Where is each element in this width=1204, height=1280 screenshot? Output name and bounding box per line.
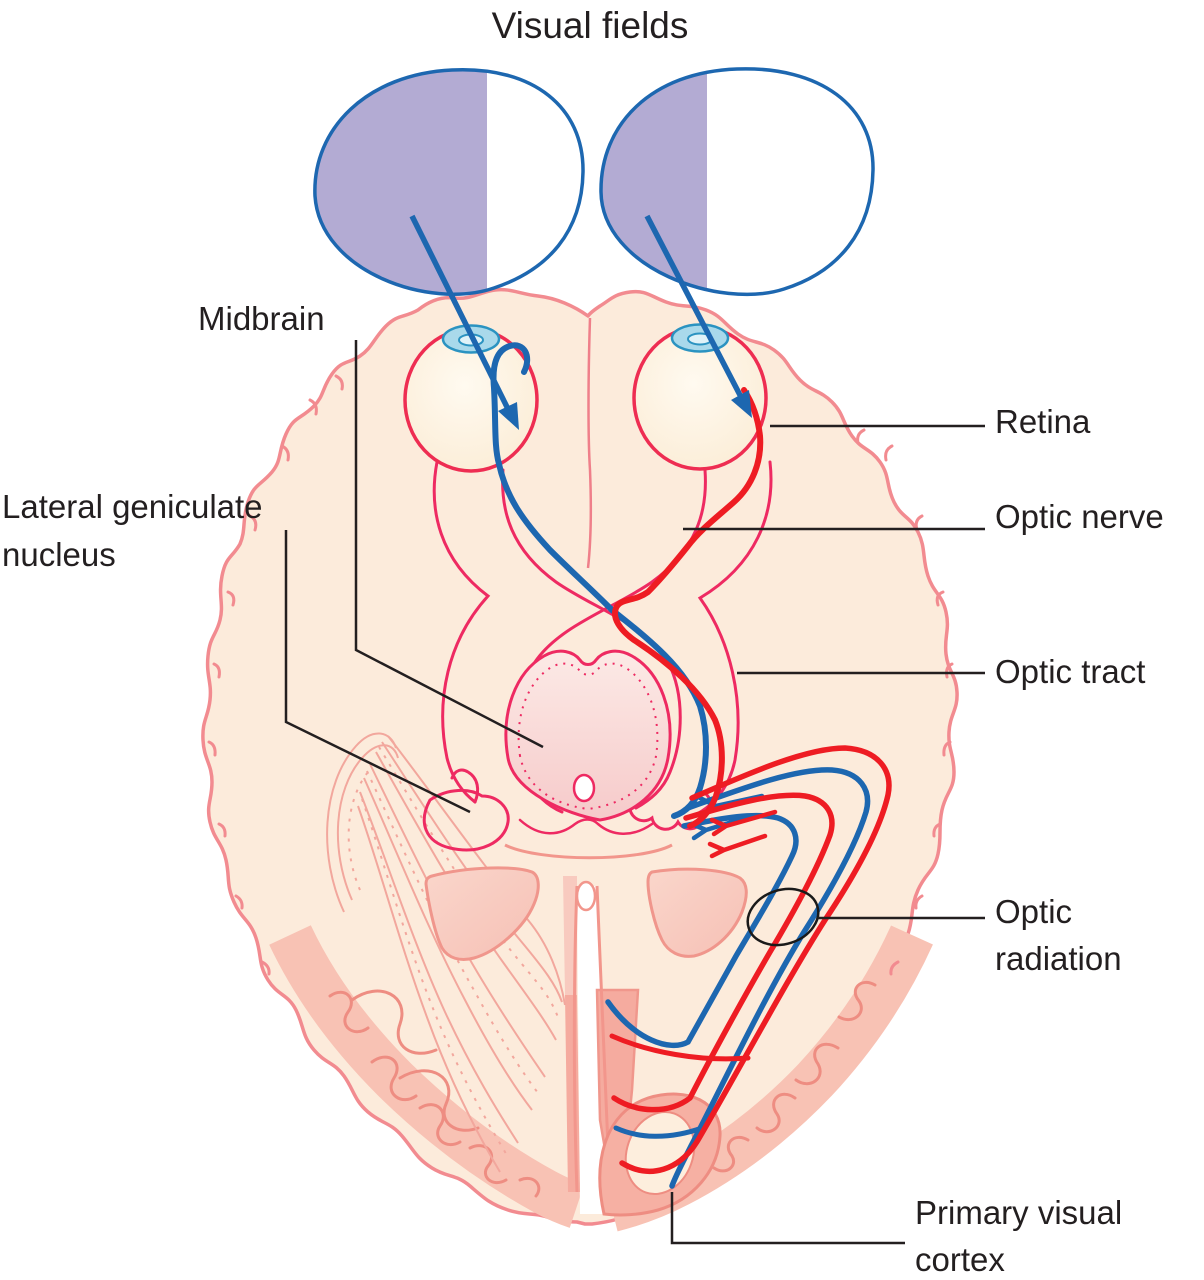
red-pathway-right-eye [609,387,892,1174]
midbrain-inner-dotted [517,662,659,811]
left-nerve-outer-to-loop [432,460,491,804]
label-optic-radiation-line2: radiation [995,940,1122,977]
text-labels: Visual fields Midbrain Lateral geniculat… [2,5,1164,1278]
label-midbrain: Midbrain [198,300,325,337]
right-field-outline [599,67,875,297]
blue-main-path [490,342,709,819]
right-gaze-arrow-line [644,214,744,399]
label-pvc-line2: cortex [915,1241,1005,1278]
third-ventricle [575,880,597,912]
label-lgn-line2: nucleus [2,536,116,573]
left-gaze-arrow-line [409,214,511,411]
left-field-outline [313,68,585,296]
left-lgn-body [422,789,510,852]
blue-branch-curl [613,1125,705,1139]
label-optic-nerve: Optic nerve [995,498,1164,535]
left-visual-field [313,68,585,296]
red-branch-curl [609,1033,751,1062]
label-lgn-line1: Lateral geniculate [2,488,263,525]
cortical-band-left [269,925,585,1228]
frontal-fissure [586,317,593,569]
red-radiation-fiber-2 [611,792,835,1113]
label-retina: Retina [995,403,1091,440]
visual-pathways [490,342,892,1189]
left-field-shaded-half [314,69,487,295]
fissure-wall-left [572,885,579,1193]
leader-lines [284,340,985,1245]
hypothalamic-wavy-line [518,818,654,835]
diagram-title: Visual fields [492,5,689,46]
cerebral-aqueduct [572,773,596,803]
brain-axial-section [201,287,959,1232]
label-optic-radiation-line1: Optic [995,893,1072,930]
gyri-folds [328,980,877,1198]
lgn-leader [284,530,471,814]
red-main-path [612,387,764,829]
midbrain-leader [354,340,544,749]
scallop-notches [207,374,954,976]
eyes [403,323,768,473]
right-gaze-arrow-head [731,390,752,418]
red-radiation-fiber-1 [619,745,892,1174]
right-visual-field [599,67,875,297]
gaze-arrows [409,214,752,430]
blue-radiation-fiber-2 [605,812,799,1048]
subthalamic-arc [504,843,673,860]
midbrain-structure [504,649,672,822]
left-lgn-hook [450,768,480,804]
left-gaze-arrow-head [498,402,519,430]
primary-visual-cortex-leader [670,1192,905,1245]
internal-capsule-fan [326,732,566,1173]
left-lateral-ventricle [424,866,540,962]
label-pvc-line1: Primary visual [915,1194,1122,1231]
optic-radiation-marker-ellipse [746,887,820,947]
right-lateral-ventricle [646,867,748,958]
label-optic-tract: Optic tract [995,653,1145,690]
blue-radiation-fiber-1 [669,767,871,1189]
midbrain-outline [504,649,672,822]
red-lgn-twig-2 [707,833,768,859]
red-lgn-twig-1 [709,809,778,837]
right-eye [632,323,768,471]
